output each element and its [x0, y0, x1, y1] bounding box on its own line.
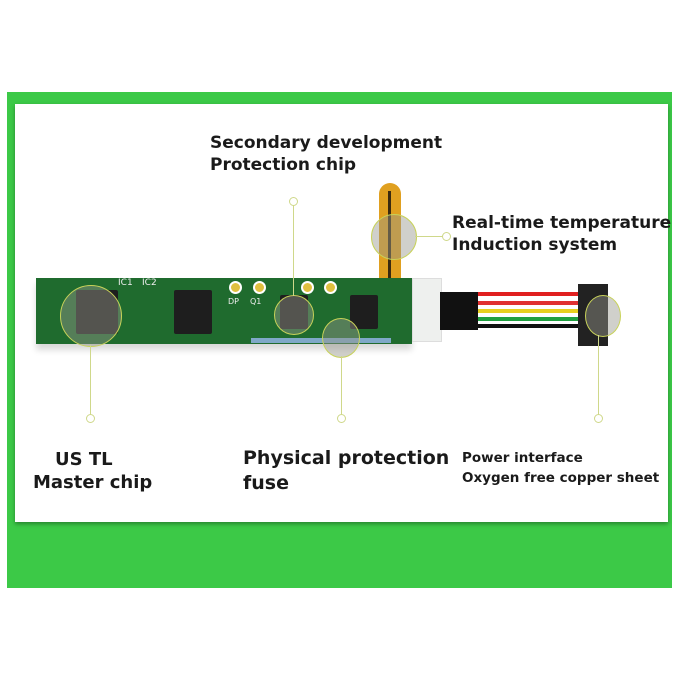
yellow-wire [478, 309, 578, 313]
solder-pad [253, 281, 266, 294]
callout-circle-fuse [322, 318, 360, 358]
callout-line [293, 204, 294, 296]
solder-pad [229, 281, 242, 294]
callout-line [90, 345, 91, 417]
green-wire [478, 317, 578, 321]
callout-line [598, 335, 599, 417]
red-wire [478, 292, 578, 296]
callout-line [341, 356, 342, 417]
silk-ic2: IC2 [142, 278, 157, 288]
ic2-chip [174, 290, 212, 334]
black-wire [478, 324, 578, 328]
fuse-resistor [251, 338, 391, 343]
cable-sleeve [440, 292, 478, 330]
callout-dot [594, 414, 603, 423]
callout-circle-temperature [371, 214, 417, 260]
callout-dot [86, 414, 95, 423]
silk-q1: Q1 [250, 297, 262, 306]
white-connector [412, 278, 442, 342]
callout-circle-protection [274, 295, 314, 335]
red-wire [478, 301, 578, 305]
solder-pad [324, 281, 337, 294]
silk-ic1: IC1 [118, 278, 133, 288]
callout-circle-power [585, 295, 621, 337]
callout-dot [337, 414, 346, 423]
silk-dp: DP [228, 297, 239, 306]
callout-dot [289, 197, 298, 206]
solder-pad [301, 281, 314, 294]
callout-circle-master [60, 285, 122, 347]
callout-line [415, 236, 445, 237]
callout-dot [442, 232, 451, 241]
